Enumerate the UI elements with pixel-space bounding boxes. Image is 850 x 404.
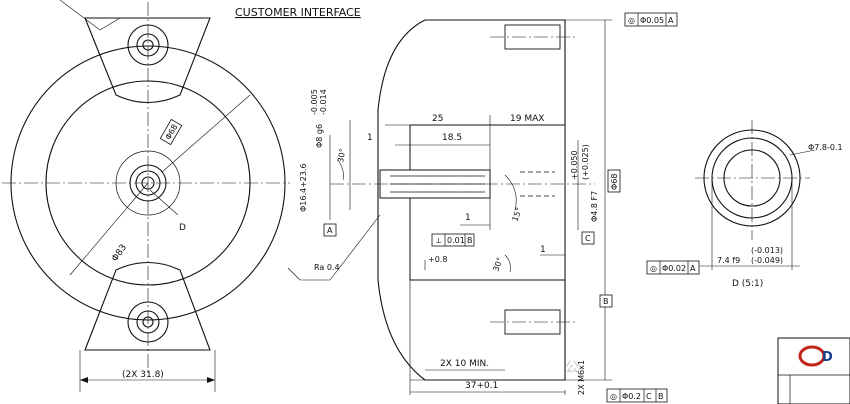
detail-view-d: Φ7.8-0.1 (-0.013) (-0.049) 7.4 f9 D (5:1… xyxy=(695,120,843,289)
fcf-bottom-datum2: B xyxy=(658,392,664,401)
watermark: 公 xyxy=(565,360,579,376)
dim-1b: 1 xyxy=(465,213,471,223)
fcf-bottom-value: Φ0.2 xyxy=(622,392,641,401)
perp-symbol: ⟂ xyxy=(436,236,442,245)
perp-datum: B xyxy=(467,236,473,245)
dim-37: 37+0.1 xyxy=(465,381,498,391)
dim-0-8: +0.8 xyxy=(428,255,447,264)
dia-7-4-f9: 7.4 f9 xyxy=(717,256,740,265)
fcf-mid: ◎ Φ0.02 A xyxy=(646,260,700,275)
dim-30a: 30° xyxy=(336,148,347,164)
datum-c: C xyxy=(585,234,591,243)
fcf-top-datum: A xyxy=(668,16,674,25)
ra-label: Ra 0.4 xyxy=(314,263,340,272)
dia-4-8-f7: Φ4.8 F7 xyxy=(590,191,599,222)
fcf-mid-value: Φ0.02 xyxy=(662,264,686,273)
tol-0-013: (-0.013) xyxy=(751,246,783,255)
fcf-top-symbol: ◎ xyxy=(628,16,635,25)
dia-16-4: Φ16.4+23.6 xyxy=(299,163,308,212)
tol-0-050: +0.050 xyxy=(570,150,579,180)
section-view: 1 30° 25 18.5 19 MAX 1 15° 1 30° +0.8 2X… xyxy=(287,19,621,395)
fcf-mid-symbol: ◎ xyxy=(650,264,657,273)
fcf-top: ◎ Φ0.05 A xyxy=(624,12,678,27)
dim-18-5: 18.5 xyxy=(442,133,462,143)
company-logo-icon xyxy=(798,345,826,367)
view-d-marker: D xyxy=(179,223,186,233)
fcf-top-value: Φ0.05 xyxy=(640,16,664,25)
perp-value: 0.01 xyxy=(447,236,465,245)
dim-1a: 1 xyxy=(367,133,373,143)
tol-0-014: -0.014 xyxy=(319,89,328,115)
title-block: D xyxy=(777,337,850,404)
tol-0-005: -0.005 xyxy=(310,89,319,115)
dia-7-8: Φ7.8-0.1 xyxy=(808,143,843,152)
fcf-mid-datum: A xyxy=(690,264,696,273)
dia-8-g6: Φ8 g6 xyxy=(315,124,324,148)
front-view: Φ68 Φ83 D (2X 31.8) xyxy=(2,0,290,392)
view-d-scale: D (5:1) xyxy=(732,279,763,289)
dim-1c: 1 xyxy=(540,245,546,255)
thread-label: 2X M6x1 xyxy=(577,360,586,395)
dim-19-max: 19 MAX xyxy=(510,114,544,124)
two-x-318-label: (2X 31.8) xyxy=(122,370,164,380)
datum-a: A xyxy=(327,226,333,235)
fcf-bottom: ◎ Φ0.2 C B xyxy=(606,388,668,403)
fcf-bottom-datum1: C xyxy=(646,392,652,401)
fcf-bottom-symbol: ◎ xyxy=(610,392,617,401)
datum-b: B xyxy=(603,297,609,306)
dim-2x-10-min: 2X 10 MIN. xyxy=(440,359,489,369)
tol-0-025: (+0.025) xyxy=(581,144,590,180)
dia-68-vert: Φ68 xyxy=(610,174,619,190)
dim-25: 25 xyxy=(432,114,443,124)
tol-0-049: (-0.049) xyxy=(751,256,783,265)
page-title: CUSTOMER INTERFACE xyxy=(235,6,361,19)
dia-83-label: Φ83 xyxy=(110,243,129,264)
company-logo-text-icon: D xyxy=(822,350,833,365)
